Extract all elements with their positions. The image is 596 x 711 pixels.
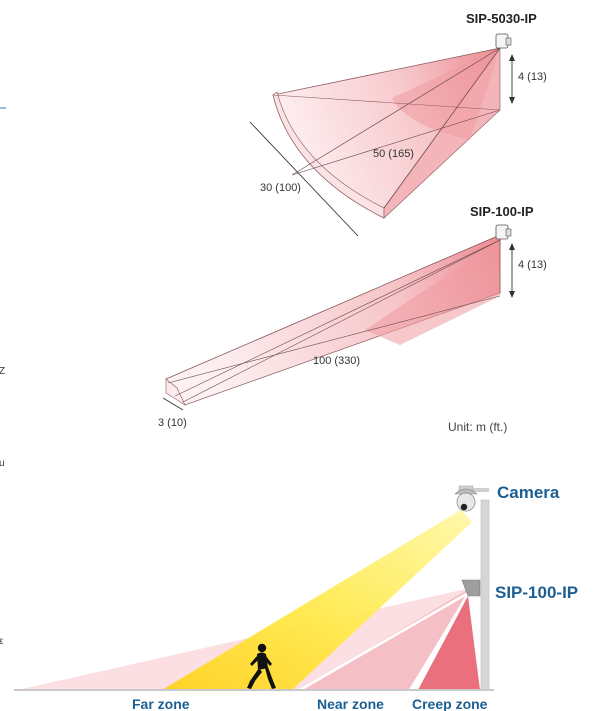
camera-view-beam <box>162 510 472 690</box>
sip100-scene-label: SIP-100-IP <box>495 583 578 602</box>
edge-fragment: Z <box>0 366 6 377</box>
arrowhead <box>509 291 515 298</box>
sip100-scene-sensor-icon <box>461 579 481 597</box>
arrowhead <box>509 54 515 61</box>
edge-fragment: u <box>0 458 5 469</box>
sip5030-coverage <box>249 47 515 237</box>
creep-zone-area <box>418 596 480 690</box>
sip100-width-label: 3 (10) <box>158 417 187 429</box>
sip100-model-label: SIP-100-IP <box>470 204 534 219</box>
sip100-coverage <box>162 234 515 411</box>
camera-arm <box>470 488 489 492</box>
sip100-sensor-icon <box>495 224 512 240</box>
far-zone-label: Far zone <box>132 696 190 711</box>
creep-zone-label: Creep zone <box>412 696 488 711</box>
sip5030-sensor-icon <box>495 33 512 49</box>
near-zone-label: Near zone <box>317 696 384 711</box>
sip5030-near-region <box>392 48 500 140</box>
sip100-height-label: 4 (13) <box>518 259 547 271</box>
install-scene <box>14 485 494 692</box>
pole <box>480 499 490 691</box>
unit-note: Unit: m (ft.) <box>448 420 507 434</box>
sip5030-back-edge <box>272 94 501 111</box>
sip100-line <box>174 239 501 397</box>
sip5030-width-label: 30 (100) <box>260 182 301 194</box>
sip5030-height-label: 4 (13) <box>518 71 547 83</box>
camera-label: Camera <box>497 483 560 502</box>
sip5030-diag-line <box>291 47 501 176</box>
sip5030-range-line <box>291 109 501 176</box>
sip5030-model-label: SIP-5030-IP <box>466 11 537 26</box>
zone-divider <box>408 591 472 691</box>
edge-fragment: ε <box>0 636 4 647</box>
sip100-length-label: 100 (330) <box>313 355 360 367</box>
arrowhead <box>509 97 515 104</box>
sip5030-width-dimension <box>249 121 359 237</box>
dome-camera-icon <box>454 485 478 512</box>
zone-divider <box>299 590 471 692</box>
sip100-beam-side <box>165 378 186 406</box>
arrowhead <box>509 243 515 250</box>
sip100-line <box>167 295 501 384</box>
sip100-line <box>182 239 501 403</box>
walking-person-icon <box>247 643 276 689</box>
sip100-near-region <box>365 240 500 345</box>
sip100-width-dimension <box>162 397 184 411</box>
sip5030-length-label: 50 (165) <box>373 148 414 160</box>
